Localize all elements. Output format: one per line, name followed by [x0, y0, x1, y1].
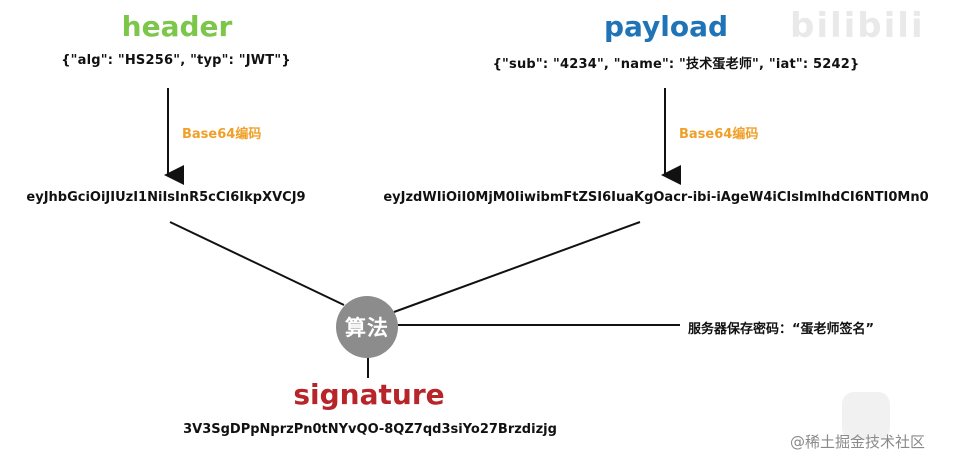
juejin-watermark: @稀土掘金技术社区 [790, 433, 926, 451]
algorithm-node: 算法 [336, 296, 398, 358]
payload-title: payload [603, 10, 729, 43]
payload-encoded: eyJzdWIiOiI0MjM0IiwibmFtZSI6IuaKgOacr-ib… [383, 190, 929, 205]
signature-title: signature [293, 378, 445, 411]
header-encoded: eyJhbGciOiJIUzI1NiIsInR5cCI6IkpXVCJ9 [26, 190, 306, 205]
algorithm-label: 算法 [345, 316, 389, 340]
payload-to-algorithm-line [393, 221, 641, 313]
signature-value: 3V3SgDPpNprzPn0tNYvQO-8QZ7qd3siYo27Brzdi… [183, 422, 557, 437]
header-to-algorithm-line [169, 221, 345, 306]
bilibili-watermark: bilibili [790, 6, 925, 46]
header-encode-label: Base64编码 [182, 127, 262, 142]
play-badge-icon [842, 392, 890, 440]
payload-encode-label: Base64编码 [679, 127, 759, 142]
secret-label: 服务器保存密码：“蛋老师签名” [688, 322, 875, 337]
header-title: header [121, 10, 233, 43]
payload-json: {"sub": "4234", "name": "技术蛋老师", "iat": … [492, 57, 860, 72]
header-json: {"alg": "HS256", "typ": "JWT"} [61, 53, 291, 68]
